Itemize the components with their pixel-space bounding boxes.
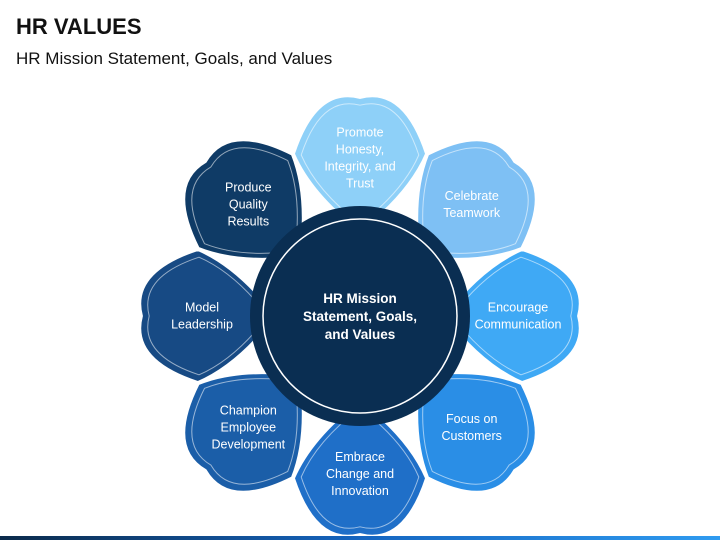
- petal-inner-outline-3: [451, 256, 573, 376]
- petal-shape-8: [182, 138, 305, 261]
- slide-subtitle: HR Mission Statement, Goals, and Values: [16, 49, 333, 68]
- petal-label-line: Celebrate: [445, 189, 499, 203]
- petal-label-line: Employee: [221, 421, 277, 435]
- petal-label-line: Honesty,: [336, 143, 384, 157]
- petal-inner-outline-8: [191, 147, 298, 254]
- petal-label-line: Integrity, and: [324, 160, 395, 174]
- slide-title: HR VALUES: [16, 14, 142, 39]
- center-label-line: and Values: [325, 327, 396, 342]
- petal-label-line: Model: [185, 301, 219, 315]
- petal-inner-outline-2: [422, 147, 529, 254]
- petal-inner-outline-5: [300, 407, 420, 529]
- petal-shape-4: [415, 371, 538, 494]
- petal-label-line: Development: [211, 438, 285, 452]
- center-circle: [250, 206, 470, 426]
- petal-label-line: Encourage: [488, 301, 549, 315]
- petal-label-line: Promote: [336, 126, 383, 140]
- petal-label-line: Trust: [346, 177, 375, 191]
- center-label-line: Statement, Goals,: [303, 309, 417, 324]
- petal-label-line: Produce: [225, 180, 272, 194]
- petal-label-line: Customers: [441, 429, 501, 443]
- petal-shape-2: [415, 138, 538, 261]
- petal-label-line: Innovation: [331, 484, 389, 498]
- petal-label-line: Focus on: [446, 412, 497, 426]
- petal-inner-outline-4: [422, 378, 529, 485]
- petal-4: Focus on Customers: [415, 371, 538, 494]
- petal-label-line: Embrace: [335, 450, 385, 464]
- petal-shape-5: [291, 398, 429, 538]
- petal-label-line: Teamwork: [443, 206, 501, 220]
- petal-inner-outline-1: [300, 103, 420, 225]
- petal-shape-3: [442, 247, 582, 385]
- petal-label-4: Focus on Customers: [441, 412, 501, 443]
- petal-label-line: Communication: [475, 318, 562, 332]
- center-ring: [262, 218, 458, 414]
- petal-shape-1: [291, 94, 429, 234]
- petal-label-line: Leadership: [171, 318, 233, 332]
- petal-inner-outline-6: [191, 378, 298, 485]
- petal-inner-outline-7: [147, 256, 269, 376]
- center-label-line: HR Mission: [323, 291, 397, 306]
- petal-shape-7: [138, 247, 278, 385]
- bottom-accent-bar: [0, 536, 720, 540]
- petal-label-line: Quality: [229, 197, 269, 211]
- petal-label-line: Champion: [220, 404, 277, 418]
- petal-shape-6: [182, 371, 305, 494]
- petal-label-line: Results: [227, 214, 269, 228]
- petal-label-line: Change and: [326, 467, 394, 481]
